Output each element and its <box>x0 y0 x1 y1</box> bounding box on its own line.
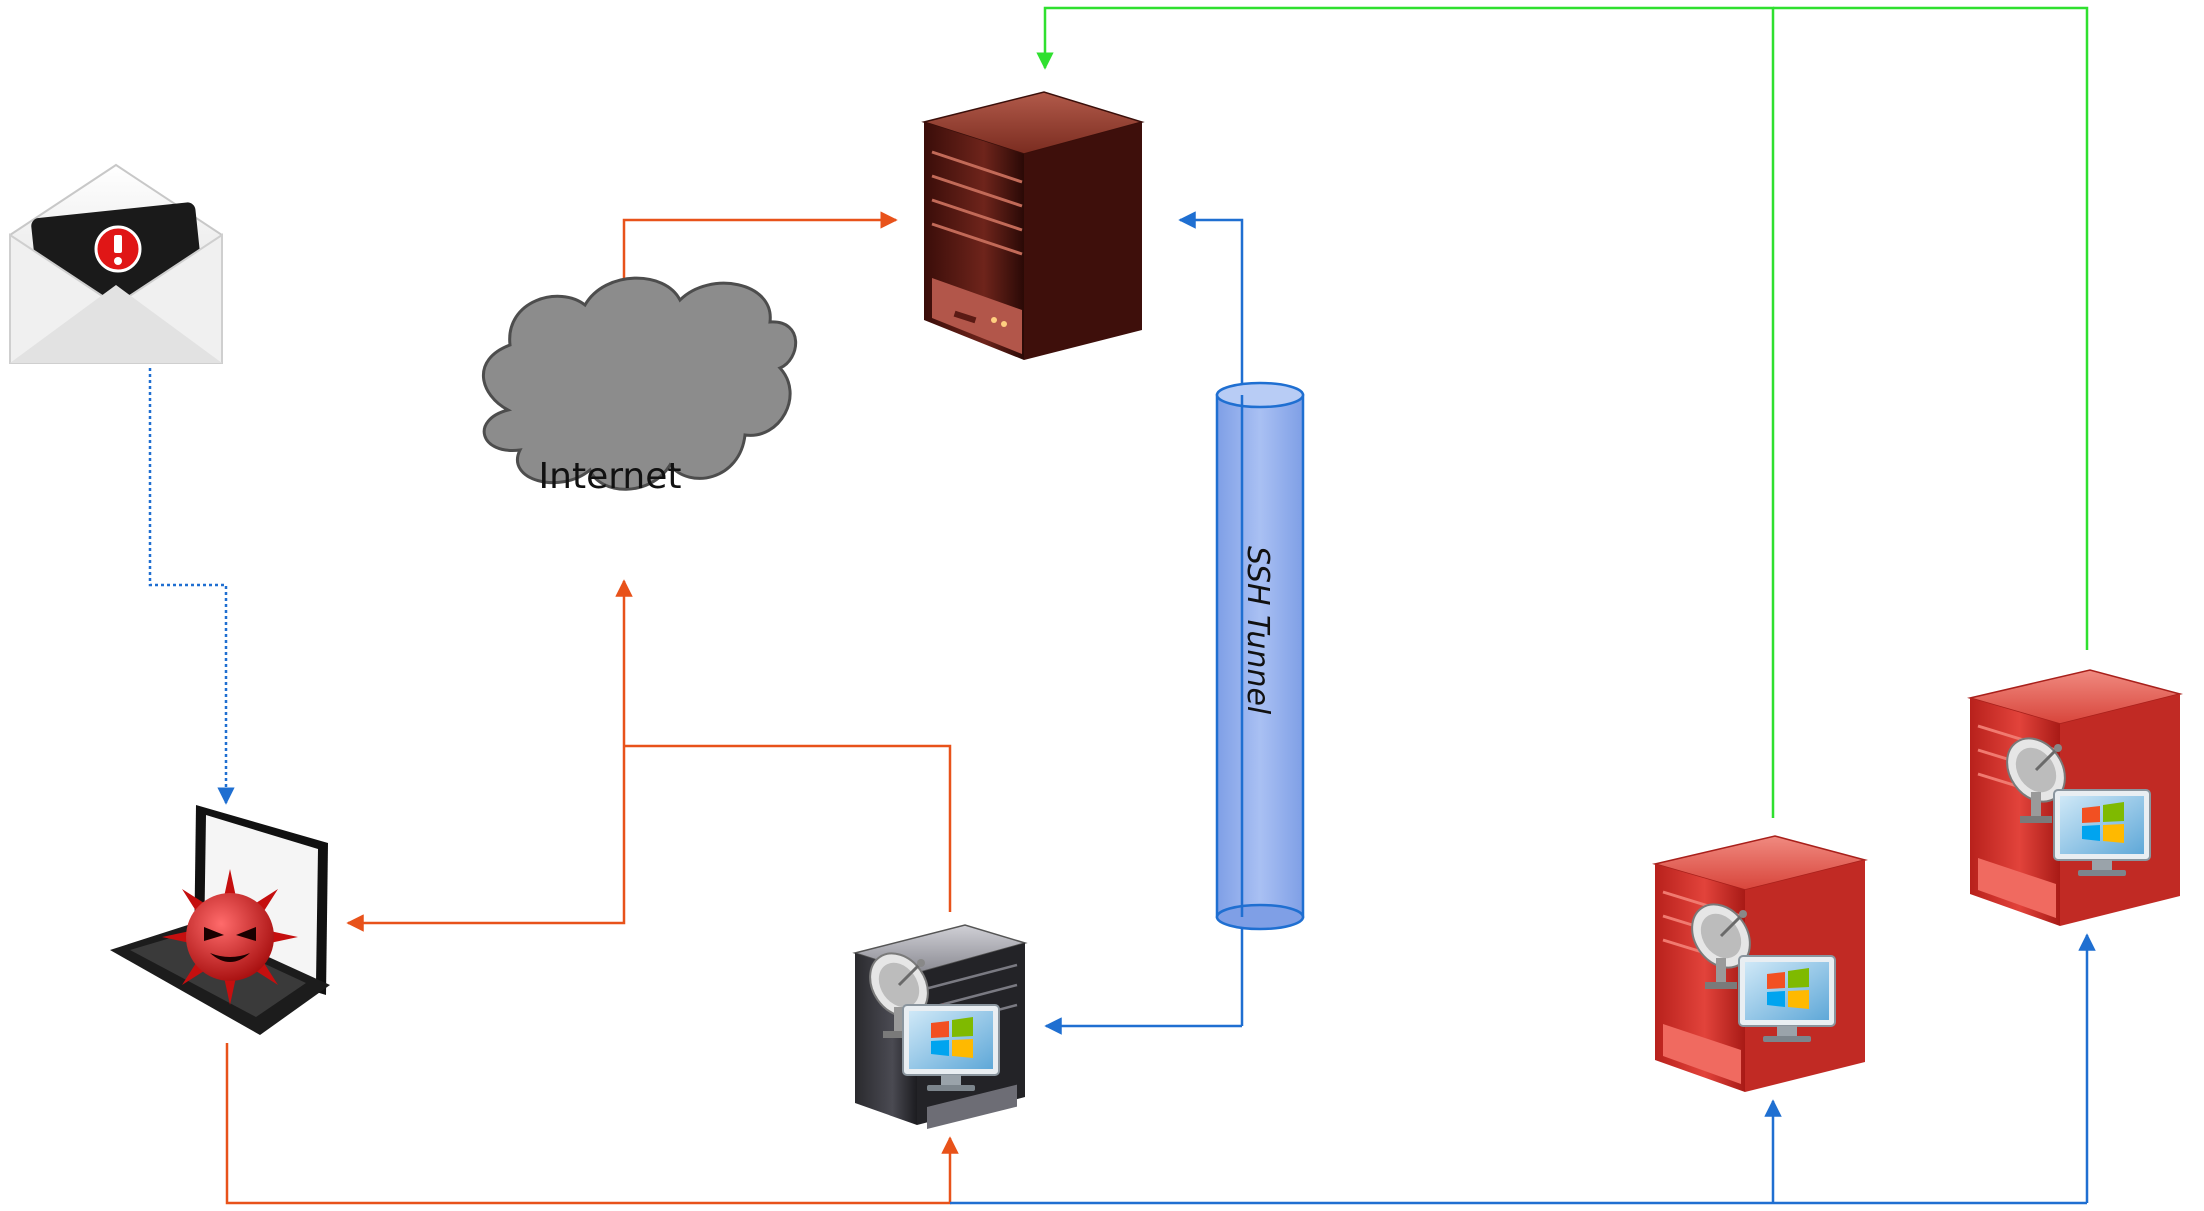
compromised-server-to-cloud-link <box>624 744 952 912</box>
dark-server-icon <box>921 91 1145 360</box>
laptop-malware-icon <box>110 805 330 1035</box>
server-satellite-windows-icon <box>1967 669 2183 926</box>
cloud-to-laptop-link <box>346 579 633 932</box>
virus-icon <box>162 869 298 1005</box>
internet-label: Internet <box>539 456 682 497</box>
laptop-to-compromised-server-link <box>225 1043 959 1205</box>
envelope-alert-icon <box>9 163 223 364</box>
server-satellite-windows-icon <box>1652 835 1868 1092</box>
red-servers-to-attacker-server-link <box>1036 6 1775 818</box>
red-server-2-to-green-bus-link <box>1773 6 2089 650</box>
email-to-laptop-link <box>148 368 235 805</box>
server-satellite-windows-malware-icon <box>852 924 1028 1130</box>
internet-cloud: Internet <box>481 276 798 497</box>
cloud-icon <box>481 276 798 491</box>
ssh-tunnel-cylinder: SSH Tunnel <box>1215 381 1305 931</box>
ssh-tunnel-label: SSH Tunnel <box>1240 546 1275 715</box>
